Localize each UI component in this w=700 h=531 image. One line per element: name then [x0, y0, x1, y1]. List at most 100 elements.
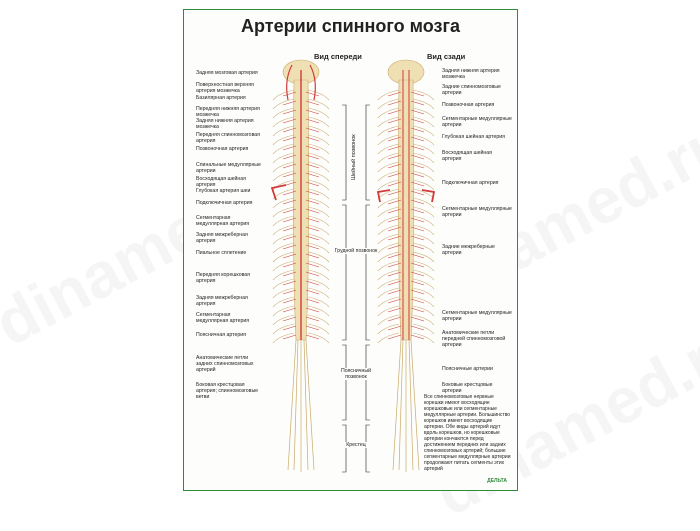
back-label: Поясничные артерии	[442, 366, 493, 372]
radicular-artery	[282, 127, 320, 133]
nerve-root	[377, 98, 435, 110]
front-label: Передняя спинномозговая артерия	[196, 132, 260, 144]
radicular-artery	[387, 316, 425, 322]
radicular-artery	[282, 307, 320, 313]
nerve-root	[272, 224, 330, 236]
nerve-root	[272, 179, 330, 191]
radicular-artery	[282, 316, 320, 322]
radicular-artery	[282, 154, 320, 160]
radicular-artery	[282, 271, 320, 277]
radicular-artery	[282, 217, 320, 223]
back-label: Задние межреберные артерии	[442, 244, 495, 256]
radicular-artery	[282, 100, 320, 106]
radicular-artery	[282, 280, 320, 286]
nerve-root	[272, 296, 330, 308]
radicular-artery	[387, 127, 425, 133]
region-cervical: Шейный позвонок	[351, 134, 357, 180]
radicular-artery	[282, 190, 320, 196]
nerve-root	[272, 242, 330, 254]
nerve-root	[272, 98, 330, 110]
poster: Артерии спинного мозга Вид спереди Вид с…	[183, 9, 518, 491]
footnote: Все спинномозговые нервные корешки имеют…	[424, 394, 511, 472]
nerve-root	[377, 206, 435, 218]
nerve-root	[272, 116, 330, 128]
nerve-root	[272, 314, 330, 326]
back-label: Задняя нижняя артерия мозжечка	[442, 68, 500, 80]
radicular-artery	[387, 145, 425, 151]
back-label: Глубокая шейная артерия	[442, 134, 505, 140]
front-label: Пиальное сплетение	[196, 250, 247, 256]
nerve-root	[272, 197, 330, 209]
front-label: Задняя межреберная артерия	[196, 232, 248, 244]
nerve-root	[377, 323, 435, 335]
back-cord	[376, 59, 436, 472]
nerve-root	[377, 89, 435, 101]
nerve-root	[272, 161, 330, 173]
nerve-root	[272, 215, 330, 227]
radicular-artery	[387, 199, 425, 205]
radicular-artery	[282, 289, 320, 295]
radicular-artery	[282, 109, 320, 115]
radicular-artery	[282, 172, 320, 178]
front-label: Поясничная артерия	[196, 332, 246, 338]
radicular-artery	[387, 280, 425, 286]
nerve-root	[377, 296, 435, 308]
nerve-root	[272, 107, 330, 119]
front-label: Поверхностная верхняя артерия мозжечка	[196, 82, 254, 94]
radicular-artery	[282, 118, 320, 124]
radicular-artery	[282, 163, 320, 169]
radicular-artery	[387, 325, 425, 331]
back-label: Подключичная артерия	[442, 180, 499, 186]
back-label: Сегментарные медуллярные артерии	[442, 116, 512, 128]
front-label: Базилярная артерия	[196, 95, 246, 101]
radicular-artery	[282, 235, 320, 241]
radicular-artery	[282, 325, 320, 331]
radicular-artery	[387, 91, 425, 97]
front-label: Позвоночная артерия	[196, 146, 249, 152]
radicular-artery	[387, 181, 425, 187]
nerve-root	[272, 125, 330, 137]
nerve-root	[272, 260, 330, 272]
back-label: Боковые крестцовые артерии	[442, 382, 493, 394]
front-label: Задняя мозговая артерия	[196, 70, 258, 76]
nerve-root	[377, 332, 435, 344]
nerve-root	[272, 251, 330, 263]
radicular-artery	[282, 199, 320, 205]
radicular-artery	[282, 334, 320, 340]
nerve-root	[377, 107, 435, 119]
front-view-label: Вид спереди	[314, 52, 362, 61]
front-label: Сегментарная медуллярная артерия	[196, 312, 250, 324]
front-label: Передняя корешковая артерия	[196, 272, 250, 284]
front-label: Задняя межреберная артерия	[196, 295, 248, 307]
nerve-root	[377, 143, 435, 155]
radicular-artery	[282, 262, 320, 268]
nerve-root	[377, 215, 435, 227]
nerve-root	[272, 170, 330, 182]
nerve-root	[377, 134, 435, 146]
nerve-root	[377, 251, 435, 263]
radicular-artery	[282, 298, 320, 304]
nerve-root	[377, 269, 435, 281]
radicular-artery	[387, 172, 425, 178]
nerve-root	[377, 179, 435, 191]
front-label: Передняя нижняя артерия мозжечка	[196, 106, 260, 118]
spinal-cord-illustration	[270, 59, 436, 473]
radicular-artery	[387, 136, 425, 142]
nerve-root	[377, 152, 435, 164]
nerve-root	[377, 287, 435, 299]
front-label: Подключичная артерия	[196, 200, 253, 206]
nerve-root	[377, 116, 435, 128]
radicular-artery	[387, 235, 425, 241]
nerve-root	[272, 332, 330, 344]
radicular-artery	[282, 145, 320, 151]
nerve-root	[377, 305, 435, 317]
region-lumbar: Поясничный позвонок	[334, 368, 378, 380]
back-label: Анатомические петли передней спинномозго…	[442, 330, 506, 348]
back-label: Позвоночная артерия	[442, 102, 495, 108]
nerve-root	[377, 224, 435, 236]
radicular-artery	[282, 136, 320, 142]
nerve-root	[272, 233, 330, 245]
front-label: Боковая крестцовая артерия; спинномозгов…	[196, 382, 259, 400]
radicular-artery	[282, 91, 320, 97]
nerve-root	[377, 161, 435, 173]
